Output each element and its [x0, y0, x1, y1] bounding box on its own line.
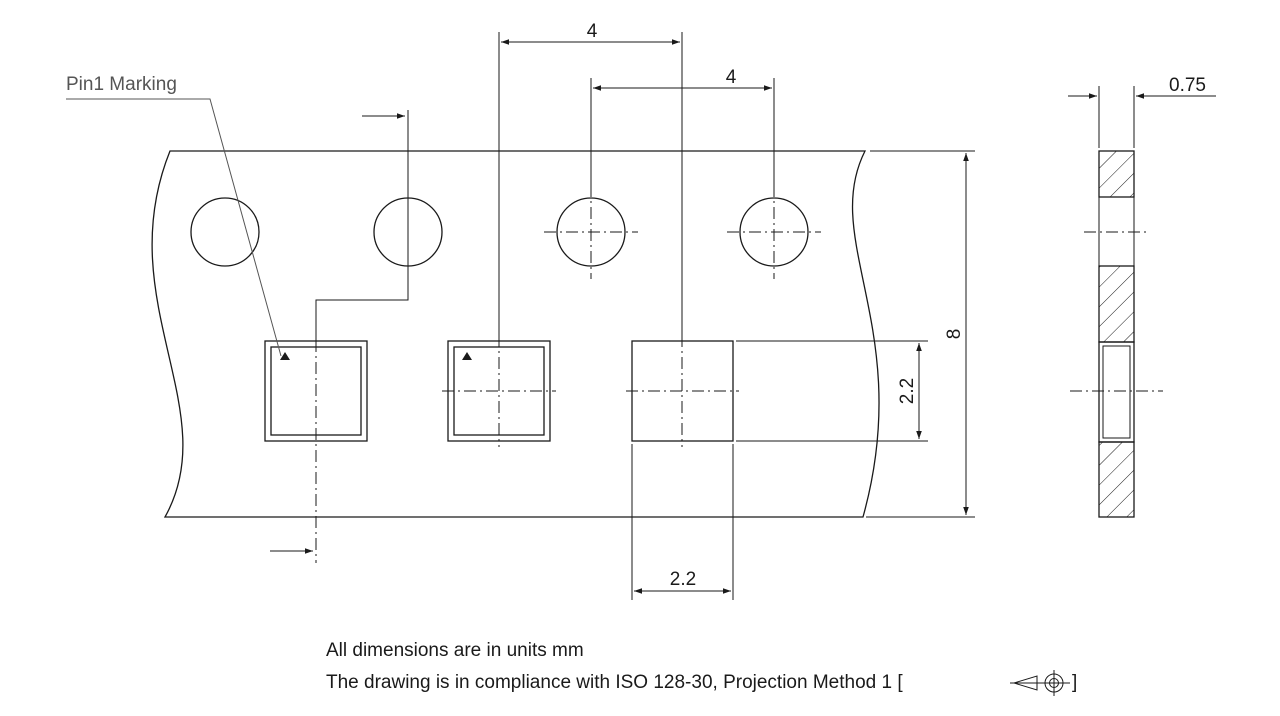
first-angle-projection-symbol	[1010, 670, 1070, 696]
carrier-tape	[151, 150, 880, 518]
tape-width-value: 8	[944, 329, 965, 340]
dim-pocket-pitch	[498, 32, 683, 338]
sprocket-hole	[739, 197, 809, 267]
compliance-bracket-close: ]	[1072, 672, 1077, 693]
dim-pocket-width	[631, 444, 734, 600]
compliance-note: The drawing is in compliance with ISO 12…	[326, 672, 903, 693]
pin1-marking-label: Pin1 Marking	[66, 74, 177, 95]
sprocket-hole	[190, 197, 260, 267]
units-note: All dimensions are in units mm	[326, 640, 584, 661]
pin1-callout	[66, 98, 282, 357]
dim-pocket-height	[736, 340, 928, 442]
sprocket-holes	[190, 185, 821, 279]
pin1-marker	[462, 352, 472, 360]
pocket-width-value: 2.2	[670, 569, 696, 590]
pockets	[264, 335, 739, 447]
sprocket-hole	[556, 197, 626, 267]
pocket-pitch-value: 4	[587, 21, 598, 42]
side-section-view	[1068, 86, 1216, 518]
section-line	[270, 110, 409, 563]
sprocket-pitch-value: 4	[726, 67, 737, 88]
pocket-height-value: 2.2	[897, 378, 918, 404]
tape-thickness-value: 0.75	[1169, 75, 1206, 96]
pin1-marker	[280, 352, 290, 360]
dim-sprocket-pitch	[590, 78, 775, 185]
dim-tape-width	[866, 150, 975, 518]
